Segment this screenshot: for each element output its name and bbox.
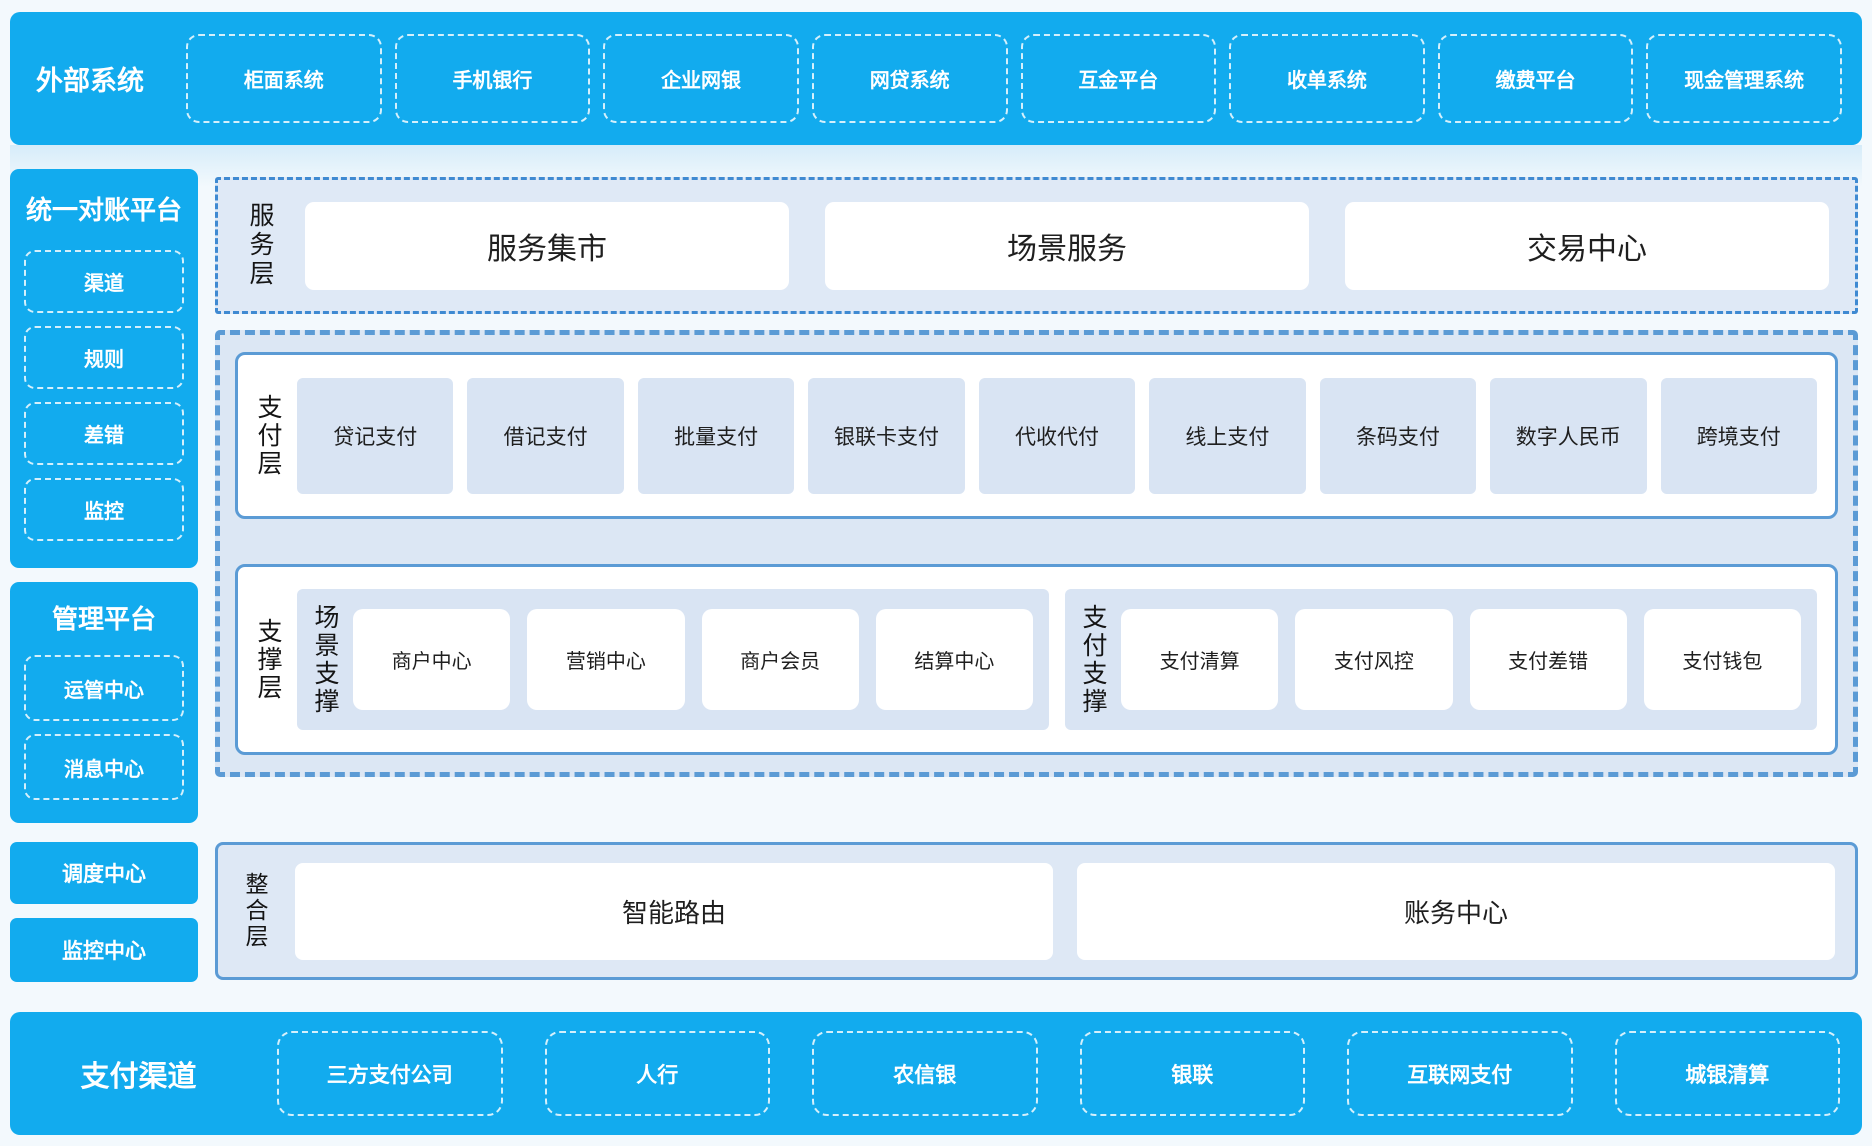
support-node: 营销中心 — [527, 609, 685, 710]
payment-layer-label: 支付层 — [254, 393, 283, 478]
payment-node: 线上支付 — [1149, 377, 1306, 494]
scheduling-center-node: 调度中心 — [10, 842, 198, 904]
support-node: 商户中心 — [353, 609, 511, 710]
channel-node: 城银清算 — [1614, 1031, 1840, 1116]
payment-layer-cards: 贷记支付 借记支付 批量支付 银联卡支付 代收代付 线上支付 条码支付 数字人民… — [297, 377, 1817, 494]
payment-channels-bar: 支付渠道 三方支付公司 人行 农信银 银联 互联网支付 城银清算 — [10, 1012, 1862, 1135]
core-layers-container: 支付层 贷记支付 借记支付 批量支付 银联卡支付 代收代付 线上支付 条码支付 … — [215, 330, 1858, 777]
channel-node: 农信银 — [812, 1031, 1038, 1116]
payment-channels-title: 支付渠道 — [80, 1058, 197, 1093]
channel-node: 互联网支付 — [1347, 1031, 1573, 1116]
support-layer-box: 支撑层 场景支撑 商户中心 营销中心 商户会员 结算中心 支付支撑 支付清算 支… — [235, 564, 1838, 755]
external-systems-list: 柜面系统 手机银行 企业网银 网贷系统 互金平台 收单系统 缴费平台 现金管理系… — [186, 34, 1842, 123]
service-node: 交易中心 — [1345, 201, 1829, 290]
integration-node: 智能路由 — [295, 862, 1053, 960]
channel-node: 人行 — [544, 1031, 770, 1116]
external-system-node: 手机银行 — [394, 34, 591, 123]
external-system-node: 互金平台 — [1020, 34, 1217, 123]
management-node: 运管中心 — [24, 655, 184, 721]
payment-channels-list: 三方支付公司 人行 农信银 银联 互联网支付 城银清算 — [241, 1031, 1840, 1116]
support-layer-label: 支撑层 — [254, 617, 283, 702]
external-system-node: 企业网银 — [603, 34, 799, 123]
payment-node: 数字人民币 — [1490, 377, 1647, 494]
payment-node: 借记支付 — [467, 377, 624, 494]
external-system-node: 柜面系统 — [186, 34, 382, 123]
scene-support-group: 场景支撑 商户中心 营销中心 商户会员 结算中心 — [297, 589, 1049, 730]
support-node: 支付钱包 — [1643, 609, 1801, 710]
channel-node: 三方支付公司 — [277, 1031, 503, 1116]
payment-node: 代收代付 — [978, 377, 1136, 494]
management-platform-block: 管理平台 运管中心 消息中心 — [10, 582, 198, 823]
external-system-node: 现金管理系统 — [1646, 34, 1842, 123]
service-layer-cards: 服务集市 场景服务 交易中心 — [305, 201, 1829, 290]
payment-node: 跨境支付 — [1660, 377, 1817, 494]
service-node: 场景服务 — [825, 201, 1309, 290]
external-system-node: 缴费平台 — [1437, 34, 1634, 123]
reconciliation-node: 监控 — [24, 478, 184, 541]
integration-layer-box: 整合层 智能路由 账务中心 — [215, 842, 1858, 980]
support-layer-groups: 场景支撑 商户中心 营销中心 商户会员 结算中心 支付支撑 支付清算 支付风控 … — [297, 589, 1817, 730]
support-node: 结算中心 — [875, 609, 1033, 710]
external-system-node: 网贷系统 — [811, 34, 1008, 123]
management-node: 消息中心 — [24, 734, 184, 800]
reconciliation-node: 差错 — [24, 402, 184, 465]
payment-node: 贷记支付 — [297, 377, 454, 494]
channel-node: 银联 — [1079, 1031, 1305, 1116]
monitoring-center-node: 监控中心 — [10, 918, 198, 982]
external-system-node: 收单系统 — [1229, 34, 1425, 123]
scene-support-label: 场景支撑 — [311, 603, 340, 716]
reconciliation-node: 规则 — [24, 326, 184, 389]
reconciliation-node: 渠道 — [24, 250, 184, 313]
management-platform-title: 管理平台 — [51, 605, 156, 635]
payment-node: 批量支付 — [637, 377, 795, 494]
reconciliation-platform-block: 统一对账平台 渠道 规则 差错 监控 — [10, 169, 198, 568]
scene-support-cards: 商户中心 营销中心 商户会员 结算中心 — [353, 609, 1033, 710]
service-layer-label: 服务层 — [246, 202, 275, 289]
payment-node: 银联卡支付 — [808, 377, 965, 494]
service-node: 服务集市 — [305, 201, 789, 290]
payment-node: 条码支付 — [1319, 377, 1477, 494]
external-systems-title: 外部系统 — [36, 66, 144, 97]
payment-layer-box: 支付层 贷记支付 借记支付 批量支付 银联卡支付 代收代付 线上支付 条码支付 … — [235, 352, 1838, 519]
support-node: 支付风控 — [1295, 609, 1453, 710]
integration-layer-cards: 智能路由 账务中心 — [295, 862, 1835, 960]
support-node: 商户会员 — [701, 609, 859, 710]
payment-support-cards: 支付清算 支付风控 支付差错 支付钱包 — [1121, 609, 1801, 710]
integration-node: 账务中心 — [1077, 862, 1835, 960]
management-items: 运管中心 消息中心 — [10, 655, 198, 800]
reconciliation-items: 渠道 规则 差错 监控 — [10, 250, 198, 541]
integration-layer-label: 整合层 — [241, 872, 267, 950]
support-node: 支付差错 — [1469, 609, 1627, 710]
reconciliation-platform-title: 统一对账平台 — [25, 196, 182, 226]
service-layer-container: 服务层 服务集市 场景服务 交易中心 — [215, 177, 1858, 314]
payment-support-label: 支付支撑 — [1079, 603, 1108, 716]
support-node: 支付清算 — [1121, 609, 1279, 710]
external-systems-bar: 外部系统 柜面系统 手机银行 企业网银 网贷系统 互金平台 收单系统 缴费平台 … — [10, 12, 1862, 145]
payment-support-group: 支付支撑 支付清算 支付风控 支付差错 支付钱包 — [1065, 589, 1817, 730]
